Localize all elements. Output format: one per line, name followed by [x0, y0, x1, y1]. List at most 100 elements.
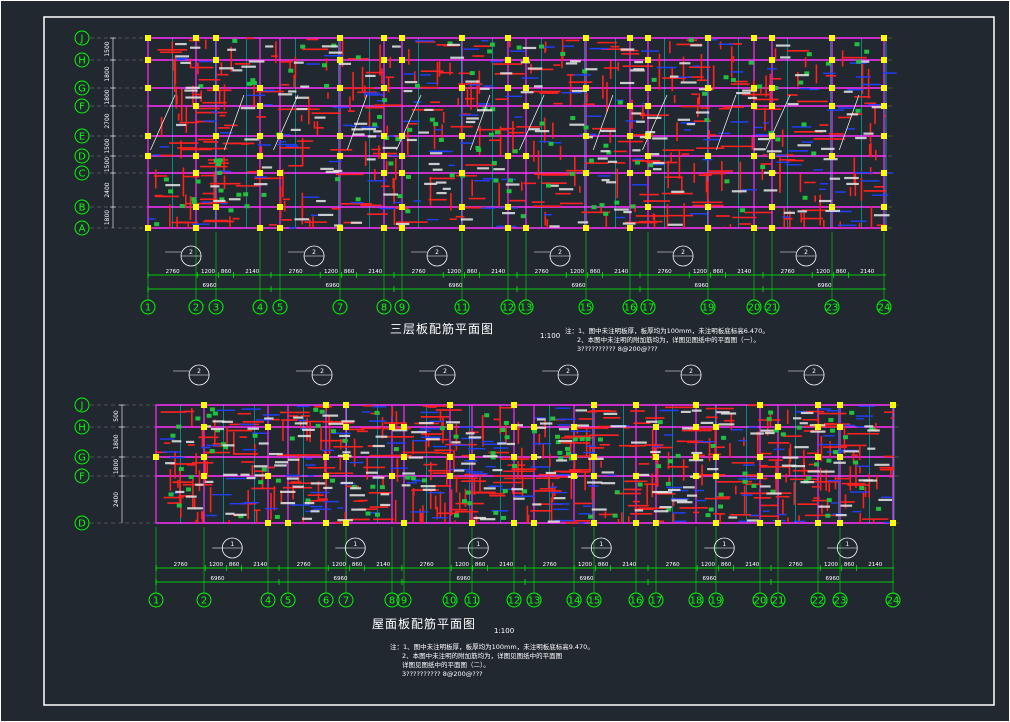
row-axis-F-circle: [74, 468, 90, 484]
sub-dim: 1200: [824, 562, 838, 568]
rebar-tag: [176, 424, 182, 429]
col-axis-11-label: 11: [456, 303, 469, 314]
rebar-tag: [388, 161, 394, 166]
rebar-tag: [330, 478, 336, 483]
rebar-annotation: [213, 199, 226, 203]
rebar-tag: [490, 451, 496, 456]
column: [705, 153, 711, 159]
column: [201, 473, 207, 479]
column: [469, 520, 475, 526]
row-dim: 1800: [113, 434, 120, 449]
rebar-annotation: [867, 447, 876, 450]
rebar-annotation: [601, 471, 615, 474]
column: [645, 103, 651, 109]
column: [399, 225, 405, 231]
unit-dim: 6960: [334, 576, 348, 582]
column: [645, 204, 651, 210]
rebar-annotation: [314, 116, 326, 119]
col-axis-17-label: 17: [650, 596, 663, 607]
rebar-tag: [588, 514, 594, 519]
rebar-tag: [539, 121, 545, 126]
rebar-tag: [532, 429, 538, 434]
rebar-annotation: [302, 428, 315, 431]
sub-dim: 1200: [693, 269, 707, 275]
rebar-tag: [261, 192, 267, 197]
column: [389, 424, 395, 430]
sub-dim: 2140: [745, 562, 759, 568]
column: [505, 225, 511, 231]
rebar-annotation: [175, 42, 187, 46]
note-line: 2、本图中未注明的附加筋均为，详图见图纸中的平面图: [402, 652, 563, 660]
column: [523, 85, 529, 91]
rebar-annotation: [210, 185, 220, 188]
rebar-annotation: [606, 181, 617, 184]
column: [213, 85, 219, 91]
col-axis-6-label: 6: [323, 596, 329, 607]
column: [713, 454, 719, 460]
rebar-tag: [215, 428, 221, 433]
col-axis-15-label: 15: [580, 303, 593, 314]
rebar-tag: [583, 125, 589, 130]
rebar-tag: [829, 428, 835, 433]
rebar-annotation: [823, 158, 838, 161]
rebar-annotation: [268, 452, 283, 456]
rebar-annotation: [659, 506, 672, 509]
rebar-annotation: [782, 456, 799, 459]
rebar-tag: [569, 171, 575, 176]
rebar-annotation: [402, 472, 416, 475]
rebar-annotation: [545, 471, 557, 475]
rebar-annotation: [165, 184, 181, 187]
rebar-annotation: [339, 434, 351, 438]
sub-dim: 2140: [499, 562, 513, 568]
rebar-annotation: [742, 89, 757, 92]
unit-dim: 6960: [572, 283, 586, 289]
rebar-tag: [828, 417, 834, 422]
rebar-annotation: [652, 161, 665, 165]
rebar-annotation: [165, 462, 175, 465]
column: [505, 204, 511, 210]
rebar-annotation: [367, 135, 377, 138]
rebar-annotation: [246, 476, 256, 480]
rebar-tag: [814, 462, 820, 467]
rebar-annotation: [553, 497, 566, 500]
rebar-annotation: [558, 439, 573, 443]
column: [201, 424, 207, 430]
rebar-tag: [454, 513, 460, 518]
column: [193, 225, 199, 231]
rebar-annotation: [233, 513, 247, 516]
rebar-tag: [617, 100, 623, 105]
rebar-annotation: [682, 486, 695, 489]
sub-dim: 2140: [253, 562, 267, 568]
sub-dim: 2760: [543, 562, 557, 568]
section-marker-num: 2: [681, 249, 685, 256]
rebar-annotation: [189, 46, 201, 49]
rebar-annotation: [418, 131, 429, 134]
column: [381, 133, 387, 139]
column: [257, 153, 263, 159]
rebar-tag: [494, 130, 500, 135]
rebar-annotation: [300, 85, 310, 88]
column: [757, 402, 763, 408]
rebar-tag: [773, 85, 779, 90]
top-plan-notes: 注：1、图中未注明板厚，板厚均为100mm，未注明板底标高6.470。 2、本图…: [565, 327, 769, 354]
rebar-annotation: [296, 107, 308, 111]
rebar-annotation: [780, 56, 791, 59]
plan-body: [145, 35, 897, 231]
column: [523, 103, 529, 109]
rebar-tag: [648, 163, 654, 168]
column: [285, 520, 291, 526]
rebar-annotation: [240, 107, 256, 110]
rebar-annotation: [445, 421, 461, 424]
rebar-annotation: [232, 69, 243, 72]
column: [399, 204, 405, 210]
rebar-tag: [374, 410, 380, 415]
rebar-annotation: [210, 427, 224, 431]
rebar-tag: [718, 492, 724, 497]
sub-dim: 2760: [289, 269, 303, 275]
rebar-tag: [305, 498, 311, 503]
sub-dim: 860: [467, 269, 478, 275]
row-dim: 1800: [113, 459, 120, 474]
rebar-tag: [438, 137, 444, 142]
column: [459, 35, 465, 41]
column: [511, 424, 517, 430]
